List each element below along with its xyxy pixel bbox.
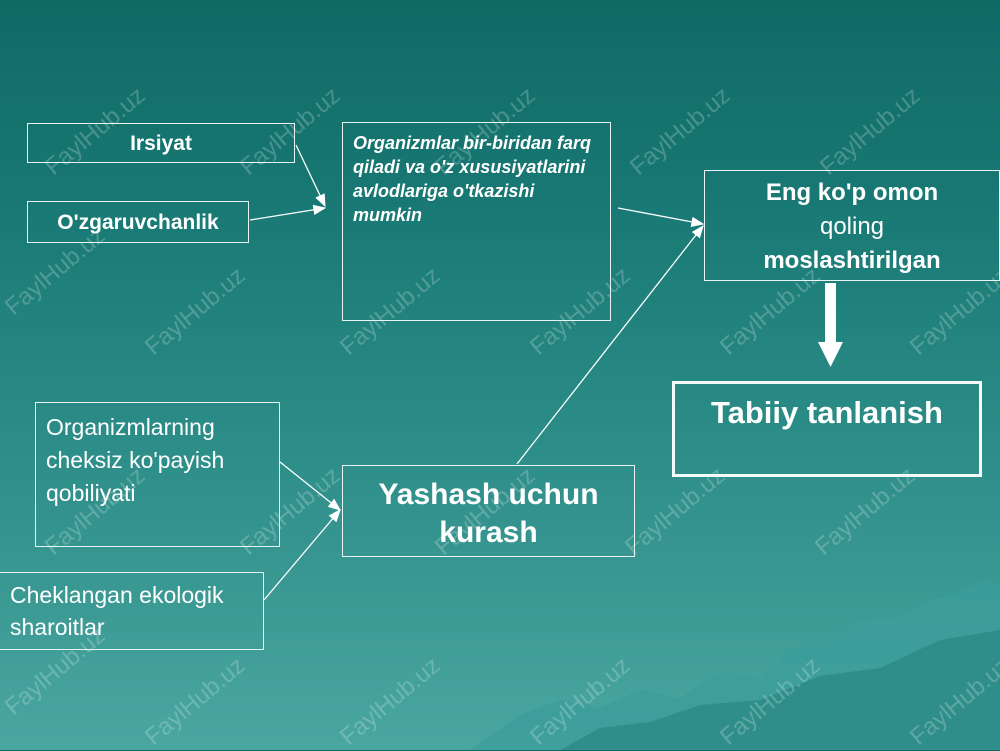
irsiyat-label: Irsiyat — [130, 132, 192, 155]
irsiyat-box: Irsiyat — [27, 123, 295, 163]
ozgaruvchanlik-label: O'zgaruvchanlik — [57, 211, 219, 234]
eng-kop-omon-box: Eng ko'p omon qoling moslashtirilgan — [704, 170, 1000, 281]
eng-kop-line1: Eng ko'p omon — [765, 179, 939, 206]
mountain-shadow — [560, 630, 1000, 750]
cheklangan-sharoitlar-box: Cheklangan ekologik sharoitlar — [0, 572, 264, 650]
arrow-organizmlar-to-engkop — [617, 207, 705, 227]
down-arrow-shaft — [825, 283, 836, 345]
ozgaruvchanlik-box: O'zgaruvchanlik — [27, 201, 249, 243]
tabiiy-tanlanish-label: Tabiiy tanlanish — [711, 395, 943, 430]
organizmlar-farq-label: Organizmlar bir-biridan farq qiladi va o… — [353, 133, 592, 225]
tabiiy-tanlanish-box: Tabiiy tanlanish — [672, 381, 982, 477]
arrow-ozgaruvchanlik-to-organizmlar — [249, 204, 327, 221]
arrow-yashash-to-engkop — [516, 224, 704, 465]
down-arrow-head — [818, 342, 843, 367]
organizmlarning-cheksiz-label: Organizmlarning cheksiz ko'payish qobili… — [46, 414, 225, 506]
organizmlar-farq-box: Organizmlar bir-biridan farq qiladi va o… — [342, 122, 611, 321]
organizmlarning-cheksiz-box: Organizmlarning cheksiz ko'payish qobili… — [35, 402, 280, 547]
cheklangan-sharoitlar-label: Cheklangan ekologik sharoitlar — [10, 582, 224, 640]
eng-kop-line2: qoling — [819, 213, 885, 240]
arrow-cheklangan-to-yashash — [263, 509, 341, 601]
arrow-irsiyat-to-organizmlar — [295, 144, 326, 208]
yashash-uchun-kurash-box: Yashash uchun kurash — [342, 465, 635, 557]
eng-kop-line3: moslashtirilgan — [763, 247, 941, 274]
yashash-uchun-kurash-label: Yashash uchun kurash — [378, 478, 599, 549]
arrow-cheksiz-to-yashash — [279, 461, 342, 511]
